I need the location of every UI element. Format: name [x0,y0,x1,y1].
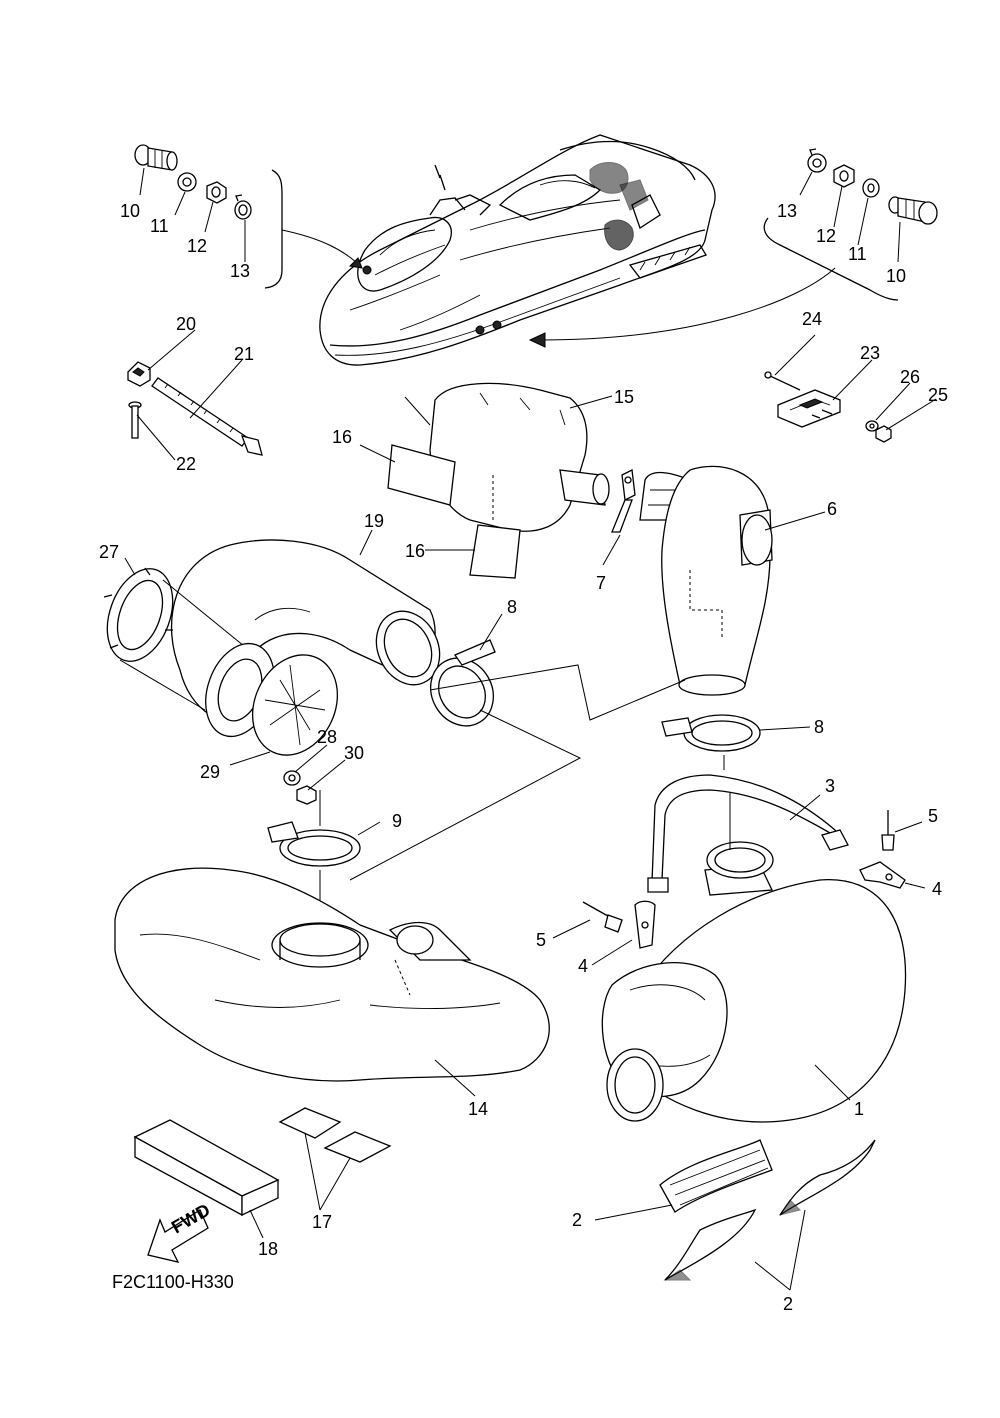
callout-8-upper: 8 [507,597,517,617]
bracket-right [763,217,899,301]
callout-leaders [124,167,937,1291]
callout-15: 15 [614,387,634,407]
part-5-rivet-right [881,810,895,851]
part-16-pad-upper [387,444,456,506]
part-15-box [429,382,610,532]
callout-23: 23 [860,343,880,363]
callout-16-lower: 16 [405,541,425,561]
part-22-rivet [128,401,142,439]
part-17-pad-a [278,1107,342,1139]
callout-20: 20 [176,314,196,334]
part-24-pin [764,371,801,391]
callout-22: 22 [176,454,196,474]
callout-16-upper: 16 [332,427,352,447]
part-2-pad-upper [659,1139,773,1213]
callout-4-left: 4 [578,956,588,976]
callout-9: 9 [392,811,402,831]
part-4-bracket-right [859,861,906,889]
callout-2-bottom: 2 [783,1294,793,1314]
part-4-bracket-left [634,900,656,949]
part-10-left-plug [134,144,178,171]
part-12-left-nut [206,181,227,204]
bracket-left [264,169,283,289]
part-29-screen [251,654,339,756]
leader-zigzag [429,664,686,721]
part-10-right-plug [888,196,938,225]
part-8-hose-clamp-lower [661,714,761,752]
callout-30: 30 [344,743,364,763]
part-30-nut [296,785,317,805]
watercraft-illustration [319,134,716,366]
callout-6: 6 [827,499,837,519]
part-11-left-washer [177,172,197,192]
callout-5-left: 5 [536,930,546,950]
arrow-right [528,332,546,348]
callout-7: 7 [596,573,606,593]
part-5-rivet-left [582,901,623,933]
callout-29: 29 [200,762,220,782]
callout-13-left: 13 [230,261,250,281]
part-25-nut [875,425,892,443]
part-2-pad-lower [663,1208,757,1281]
part-26-washer [865,420,879,432]
callout-25: 25 [928,385,948,405]
leader-pipe-connection [349,709,582,881]
callout-5-right: 5 [928,806,938,826]
callout-19: 19 [364,511,384,531]
part-28-washer [283,770,301,786]
callout-12-right: 12 [816,226,836,246]
part-9-hose-clamp [267,821,361,867]
part-13-left-clamp [234,194,252,220]
callout-24: 24 [802,309,822,329]
callout-21: 21 [234,344,254,364]
diagram-code: F2C1100-H330 [112,1272,234,1292]
part-27-flange-ring [103,567,174,662]
callout-14: 14 [468,1099,488,1119]
callout-8-lower: 8 [814,717,824,737]
part-20-holder [127,361,151,387]
leader-bracket-right [539,267,836,341]
callout-4-right: 4 [932,879,942,899]
part-23-bracket [777,389,841,428]
callout-26: 26 [900,367,920,387]
part-1-muffler [601,841,907,1123]
callout-17: 17 [312,1212,332,1232]
part-21-cable-tie [151,377,263,456]
callout-2-left: 2 [572,1210,582,1230]
part-12-right-nut [833,164,855,188]
callout-1: 1 [854,1099,864,1119]
callout-10-right: 10 [886,266,906,286]
part-7-strap [611,469,636,533]
leader-27-29 [119,579,256,711]
callout-13-right: 13 [777,201,797,221]
callout-3: 3 [825,776,835,796]
callout-18: 18 [258,1239,278,1259]
part-16-pad-lower [469,524,521,579]
part-3-strap [647,774,849,893]
callout-11-right: 11 [848,244,867,264]
part-14-water-box [114,867,550,1082]
fwd-arrow: FWD [147,1200,213,1263]
part-6-duct [639,465,773,696]
callout-12-left: 12 [187,236,207,256]
arrow-left [348,257,363,269]
callout-11-left: 11 [150,216,169,236]
part-2-pad-right [778,1139,876,1216]
part-18-foam-block [133,1119,280,1217]
callout-10-left: 10 [120,201,140,221]
part-11-right-washer [862,178,880,198]
part-17-pad-b [323,1131,392,1163]
leader-bracket-left [281,229,363,269]
callout-28: 28 [317,727,337,747]
callout-27: 27 [99,542,119,562]
callout-labels: 10 11 12 13 13 12 11 10 20 21 22 24 23 2… [99,201,948,1314]
part-13-right-clamp [807,148,827,173]
